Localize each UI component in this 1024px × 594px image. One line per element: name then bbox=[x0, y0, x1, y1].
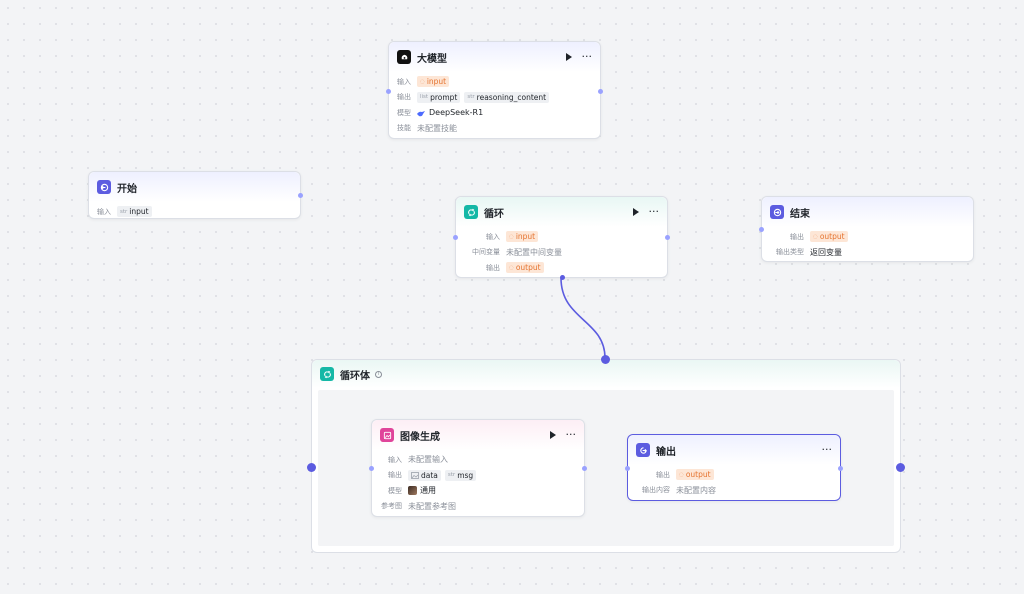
start-input-label: 输入 bbox=[97, 207, 111, 216]
loop-input-label: 输入 bbox=[486, 232, 500, 241]
model-avatar-icon bbox=[408, 486, 417, 496]
loop-input-tag: ◌input bbox=[506, 231, 539, 243]
loop-node-title: 循环 bbox=[484, 208, 504, 220]
llm-input-label: 输入 bbox=[397, 77, 411, 86]
llm-input-tag: ◌input bbox=[417, 76, 450, 88]
output-output-label: 输出 bbox=[656, 470, 670, 479]
output-node-title: 输出 bbox=[656, 446, 676, 458]
loop-icon bbox=[464, 205, 478, 219]
run-icon[interactable] bbox=[549, 431, 556, 439]
image-out-port[interactable] bbox=[582, 466, 587, 471]
end-icon bbox=[770, 205, 784, 219]
more-icon[interactable]: ··· bbox=[581, 50, 593, 63]
end-type-value: 返回变量 bbox=[810, 247, 842, 257]
llm-model-label: 模型 bbox=[397, 108, 411, 117]
output-in-port[interactable] bbox=[625, 466, 630, 471]
loop-body-left-port[interactable] bbox=[307, 463, 316, 472]
image-input-value: 未配置输入 bbox=[408, 455, 448, 465]
end-output-tag: ◌output bbox=[810, 231, 848, 243]
loop-body-port[interactable] bbox=[560, 275, 565, 280]
loop-output-label: 输出 bbox=[486, 263, 500, 272]
image-output-tag-data: data bbox=[408, 469, 441, 481]
loop-output-tag: ◌output bbox=[506, 262, 544, 274]
end-in-port[interactable] bbox=[759, 227, 764, 232]
llm-node-title: 大模型 bbox=[417, 53, 447, 65]
image-gen-node-title: 图像生成 bbox=[400, 431, 440, 443]
output-node[interactable]: 输出 ··· 输出 ◌output 输出内容 未配置内容 bbox=[625, 434, 843, 501]
loop-mid-label: 中间变量 bbox=[472, 248, 500, 257]
output-icon bbox=[636, 443, 650, 457]
info-icon[interactable]: i bbox=[375, 370, 382, 378]
loop-icon bbox=[320, 367, 334, 381]
output-content-value: 未配置内容 bbox=[676, 485, 716, 495]
llm-output-label: 输出 bbox=[397, 93, 411, 102]
start-out-port[interactable] bbox=[298, 193, 303, 198]
start-node-header: 开始 bbox=[89, 172, 300, 202]
start-node-title: 开始 bbox=[117, 183, 137, 195]
image-model-value: 通用 bbox=[420, 486, 436, 496]
image-gen-node-header: 图像生成 ··· bbox=[372, 420, 584, 450]
image-ref-value: 未配置参考图 bbox=[408, 501, 456, 511]
llm-model-value: DeepSeek-R1 bbox=[429, 108, 484, 118]
end-node-header: 结束 bbox=[762, 197, 973, 227]
loop-body-top-port[interactable] bbox=[601, 355, 610, 364]
llm-node-header: 大模型 ··· bbox=[389, 42, 600, 72]
loop-out-port[interactable] bbox=[665, 235, 670, 240]
output-output-tag: ◌output bbox=[676, 469, 714, 481]
loop-mid-value: 未配置中间变量 bbox=[506, 247, 562, 257]
start-icon bbox=[97, 180, 111, 194]
loop-body-right-port[interactable] bbox=[896, 463, 905, 472]
image-in-port[interactable] bbox=[369, 466, 374, 471]
output-content-label: 输出内容 bbox=[642, 486, 670, 495]
run-icon[interactable] bbox=[565, 53, 572, 61]
end-node-title: 结束 bbox=[790, 208, 810, 220]
output-out-port[interactable] bbox=[838, 466, 843, 471]
output-node-header: 输出 ··· bbox=[628, 435, 840, 465]
more-icon[interactable]: ··· bbox=[821, 443, 833, 456]
more-icon[interactable]: ··· bbox=[648, 205, 660, 218]
image-model-label: 模型 bbox=[388, 486, 402, 495]
deepseek-icon bbox=[417, 110, 425, 116]
loop-in-port[interactable] bbox=[453, 235, 458, 240]
llm-skill-label: 技能 bbox=[397, 124, 411, 133]
image-input-label: 输入 bbox=[388, 455, 402, 464]
llm-icon bbox=[397, 50, 411, 64]
image-ref-label: 参考图 bbox=[381, 502, 402, 511]
llm-out-port[interactable] bbox=[598, 89, 603, 94]
loop-body-title: 循环体 bbox=[340, 370, 370, 382]
llm-skill-value: 未配置技能 bbox=[417, 123, 457, 133]
end-node[interactable]: 结束 输出 ◌output 输出类型 返回变量 bbox=[759, 196, 974, 262]
loop-to-body-edge bbox=[560, 277, 606, 359]
picture-icon bbox=[411, 471, 419, 479]
end-type-label: 输出类型 bbox=[776, 248, 804, 257]
run-icon[interactable] bbox=[632, 208, 639, 216]
loop-node-header: 循环 ··· bbox=[456, 197, 667, 227]
image-output-label: 输出 bbox=[388, 471, 402, 480]
loop-body-header: 循环体 i bbox=[312, 360, 900, 388]
image-icon bbox=[380, 428, 394, 442]
llm-in-port[interactable] bbox=[386, 89, 391, 94]
more-icon[interactable]: ··· bbox=[565, 428, 577, 441]
loop-node[interactable]: 循环 ··· 输入 ◌input 中间变量 未配置中间变量 输出 ◌output bbox=[453, 196, 670, 280]
end-output-label: 输出 bbox=[790, 232, 804, 241]
